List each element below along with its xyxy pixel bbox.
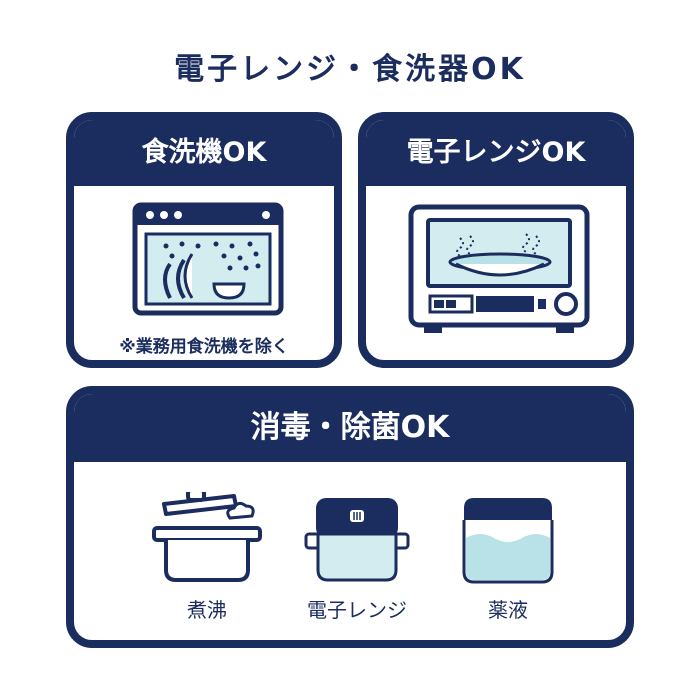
- microwave-heading: 電子レンジOK: [366, 120, 626, 186]
- sanitize-heading: 消毒・除菌OK: [74, 394, 626, 462]
- lidded-container-icon: [304, 498, 410, 582]
- dishwasher-note: ※業務用食洗機を除く: [119, 337, 289, 357]
- microwave-icon: [408, 204, 590, 333]
- dishwasher-heading: 食洗機OK: [74, 120, 334, 186]
- page-title: 電子レンジ・食洗器OK: [174, 52, 526, 87]
- boiling-pot-icon: [152, 492, 262, 582]
- chemical-liquid-icon: [462, 498, 554, 584]
- microwave-card: 電子レンジOK: [358, 112, 634, 368]
- chemical-label: 薬液: [488, 598, 528, 622]
- boiling-label: 煮沸: [187, 598, 227, 622]
- dishwasher-icon: [132, 202, 284, 316]
- microwave-sanitize-label: 電子レンジ: [307, 598, 407, 622]
- dishwasher-card: 食洗機OK ※業務用食洗機を除く: [66, 112, 342, 368]
